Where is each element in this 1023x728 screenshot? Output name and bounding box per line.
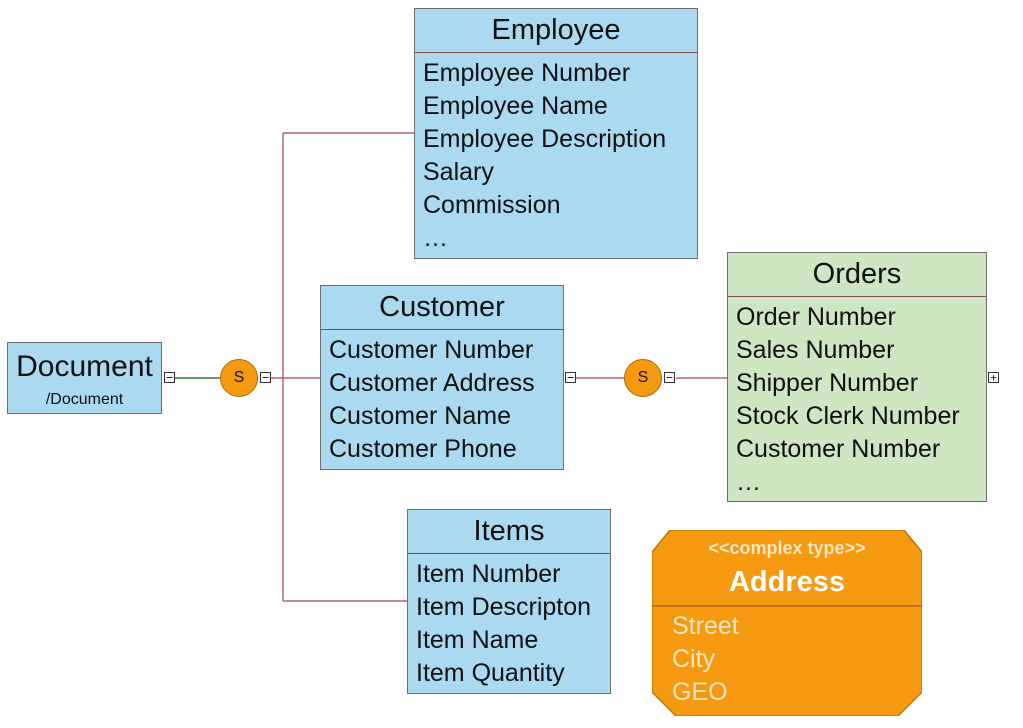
orders-field: Sales Number bbox=[736, 336, 895, 364]
document-path: /Document bbox=[45, 391, 124, 408]
complex-type-shape bbox=[652, 530, 922, 716]
sequence-compositor-customer[interactable]: S bbox=[624, 359, 662, 397]
items-field: Item Name bbox=[416, 626, 539, 654]
orders-entity[interactable]: Orders Order Number Sales Number Shipper… bbox=[727, 252, 987, 502]
orders-title: Orders bbox=[728, 253, 986, 297]
complex-type-field: City bbox=[672, 645, 716, 673]
complex-type-title: Address bbox=[728, 566, 846, 598]
items-field: Item Quantity bbox=[416, 659, 565, 687]
items-entity[interactable]: Items Item Number Item Descripton Item N… bbox=[407, 509, 611, 694]
items-field-list: Item Number Item Descripton Item Name It… bbox=[408, 554, 610, 690]
complex-type-field: GEO bbox=[672, 678, 728, 706]
orders-expand-toggle[interactable]: + bbox=[988, 372, 999, 383]
orders-field: Stock Clerk Number bbox=[736, 402, 960, 430]
document-node[interactable]: Document /Document bbox=[7, 342, 162, 414]
orders-field-list: Order Number Sales Number Shipper Number… bbox=[728, 297, 986, 499]
employee-field-list: Employee Number Employee Name Employee D… bbox=[415, 53, 697, 255]
customer-field-list: Customer Number Customer Address Custome… bbox=[321, 330, 563, 466]
employee-field: Commission bbox=[423, 191, 561, 219]
customer-field: Customer Number bbox=[329, 336, 534, 364]
sequence-symbol: S bbox=[637, 369, 649, 386]
orders-field: … bbox=[736, 468, 761, 496]
complex-type-field: Street bbox=[672, 612, 739, 640]
employee-field: Employee Number bbox=[423, 59, 631, 87]
sequence-symbol: S bbox=[233, 369, 245, 386]
employee-field: Employee Name bbox=[423, 92, 608, 120]
customer-field: Customer Phone bbox=[329, 435, 517, 463]
customer-entity[interactable]: Customer Customer Number Customer Addres… bbox=[320, 285, 564, 470]
orders-field: Customer Number bbox=[736, 435, 941, 463]
complex-type-field-list: Street City GEO bbox=[672, 610, 739, 709]
address-complex-type[interactable]: <<complex type>> Address Street City GEO bbox=[652, 530, 922, 716]
employee-field: Employee Description bbox=[423, 125, 667, 153]
employee-title: Employee bbox=[415, 9, 697, 53]
document-collapse-toggle[interactable]: − bbox=[164, 372, 175, 383]
orders-field: Order Number bbox=[736, 303, 896, 331]
customer-collapse-toggle[interactable]: − bbox=[565, 372, 576, 383]
customer-field: Customer Address bbox=[329, 369, 535, 397]
employee-field: Salary bbox=[423, 158, 494, 186]
complex-type-stereotype: <<complex type>> bbox=[708, 538, 866, 558]
orders-field: Shipper Number bbox=[736, 369, 919, 397]
sequence-customer-collapse-toggle[interactable]: − bbox=[664, 372, 675, 383]
employee-entity[interactable]: Employee Employee Number Employee Name E… bbox=[414, 8, 698, 259]
employee-field: … bbox=[423, 224, 448, 252]
customer-title: Customer bbox=[321, 286, 563, 330]
sequence-root-collapse-toggle[interactable]: − bbox=[260, 372, 271, 383]
items-field: Item Number bbox=[416, 560, 561, 588]
items-field: Item Descripton bbox=[416, 593, 592, 621]
items-title: Items bbox=[408, 510, 610, 554]
customer-field: Customer Name bbox=[329, 402, 511, 430]
sequence-compositor-root[interactable]: S bbox=[220, 359, 258, 397]
document-title: Document bbox=[16, 350, 153, 383]
